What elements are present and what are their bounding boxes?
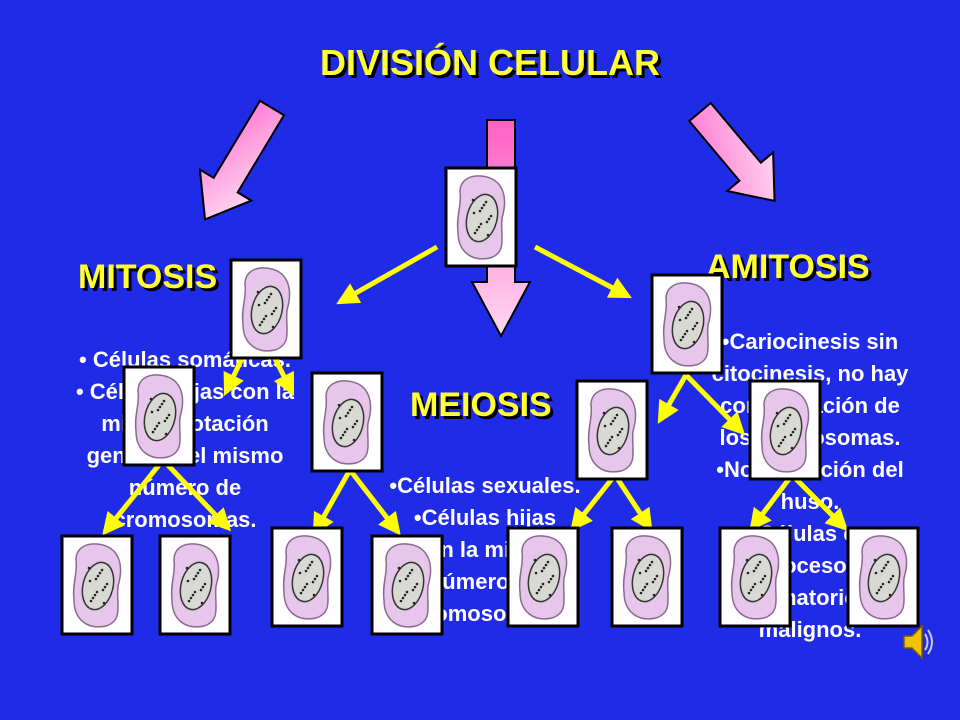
yellow-arrow	[657, 373, 689, 424]
cell-images	[60, 166, 920, 636]
cell-image	[846, 526, 920, 628]
yellow-arrow	[533, 244, 632, 299]
yellow-arrow	[612, 473, 653, 532]
yellow-arrow	[684, 373, 746, 436]
yellow-arrow	[161, 458, 232, 532]
page-title: DIVISIÓN CELULAR	[319, 42, 660, 83]
amitosis-bullet: •Cariocinesis sin	[721, 329, 899, 354]
cell-image	[748, 379, 822, 481]
meiosis-bullet: •Células hijas	[413, 505, 557, 530]
yellow-arrows	[102, 244, 849, 536]
cell-image	[610, 526, 684, 628]
cell-image	[444, 166, 518, 268]
cell-image	[370, 534, 444, 636]
arrow-to-amitosis	[687, 101, 776, 203]
cell-image	[650, 273, 724, 375]
yellow-arrow	[749, 473, 794, 532]
yellow-arrow	[312, 468, 353, 536]
cell-image	[575, 379, 649, 481]
mitosis-bullet: cromosomas.	[113, 507, 257, 532]
amitosis-heading: AMITOSIS	[706, 248, 870, 286]
cell-image	[229, 258, 303, 360]
cell-image	[60, 534, 134, 636]
speaker-icon[interactable]	[898, 622, 934, 662]
mitosis-heading: MITOSIS	[78, 258, 218, 296]
cell-image	[122, 365, 196, 467]
meiosis-bullet: •Células sexuales.	[389, 473, 581, 498]
cell-image	[270, 526, 344, 628]
cell-image	[718, 526, 792, 628]
yellow-arrow	[790, 473, 849, 532]
yellow-arrow	[570, 473, 617, 532]
cell-image	[310, 371, 384, 473]
arrow-to-mitosis	[198, 99, 286, 221]
yellow-arrow	[348, 468, 401, 536]
cell-image	[506, 526, 580, 628]
yellow-arrow	[102, 458, 165, 536]
cell-image	[158, 534, 232, 636]
yellow-arrow	[336, 244, 439, 305]
meiosis-heading: MEIOSIS	[410, 386, 552, 424]
